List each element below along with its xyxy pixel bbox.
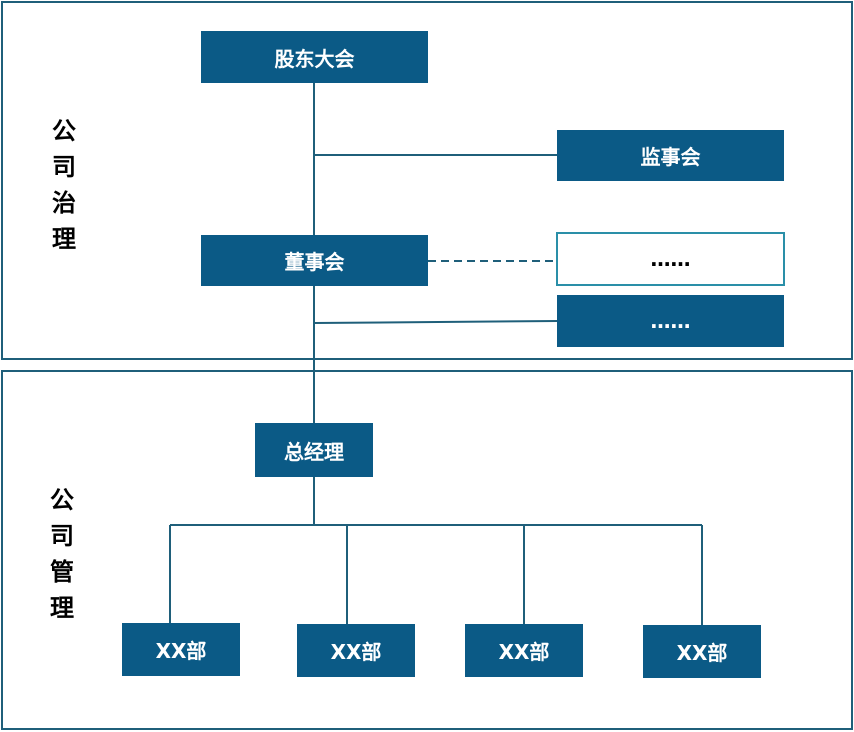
management-section-label: 公 司 管 理 xyxy=(42,482,82,626)
label-char: 管 xyxy=(50,558,74,586)
connector-to-committee-2 xyxy=(313,320,559,324)
general-manager-node: 总经理 xyxy=(255,423,373,477)
governance-section-label: 公 司 治 理 xyxy=(44,113,84,257)
department-node: XX部 xyxy=(643,625,761,678)
label-char: 治 xyxy=(52,189,76,217)
board-of-directors-node: 董事会 xyxy=(201,235,428,286)
other-committee-node-1: …… xyxy=(556,232,785,286)
other-committee-node-2: …… xyxy=(557,295,784,347)
label-char: 司 xyxy=(50,522,74,550)
label-char: 理 xyxy=(50,594,74,622)
supervisory-board-node: 监事会 xyxy=(557,130,784,181)
department-node: XX部 xyxy=(122,623,240,676)
department-node: XX部 xyxy=(465,624,583,677)
department-node: XX部 xyxy=(297,624,415,677)
label-char: 司 xyxy=(52,153,76,181)
label-char: 公 xyxy=(52,117,76,145)
label-char: 公 xyxy=(50,486,74,514)
shareholders-meeting-node: 股东大会 xyxy=(201,31,428,83)
label-char: 理 xyxy=(52,225,76,253)
